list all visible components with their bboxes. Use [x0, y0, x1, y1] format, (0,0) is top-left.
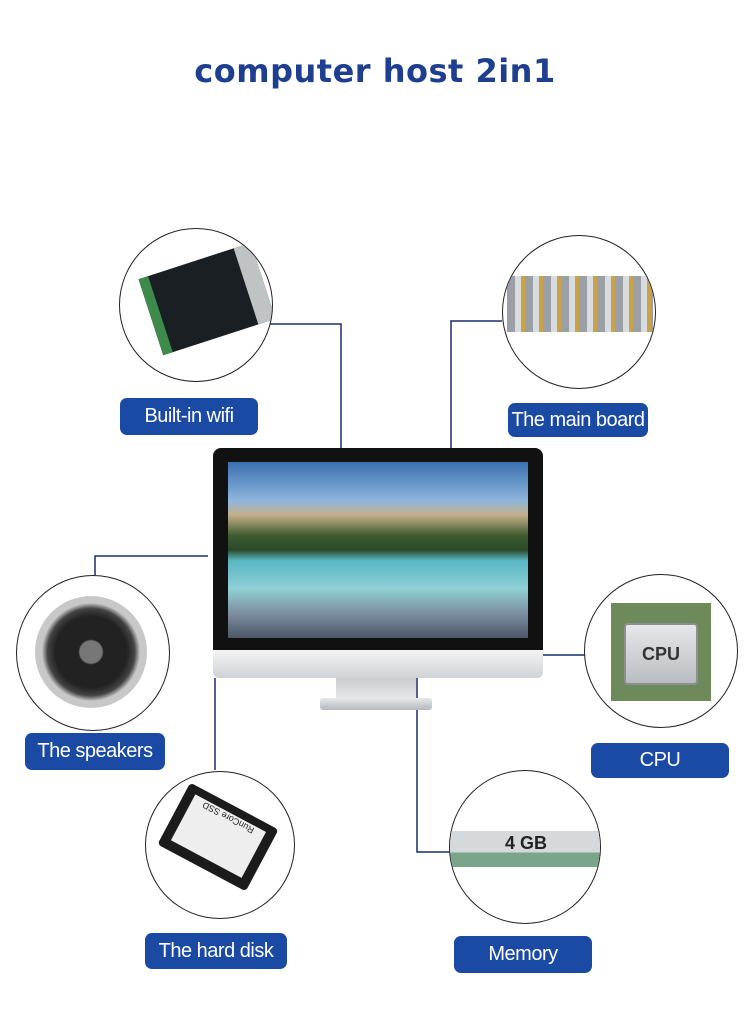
monitor-stand — [336, 678, 416, 700]
memory-image: 4 GB — [449, 770, 601, 924]
monitor — [213, 448, 543, 650]
memory-label: Memory — [454, 936, 592, 973]
wifi-card-icon — [138, 242, 272, 356]
speakers-label: The speakers — [25, 733, 165, 770]
cpu-image: CPU — [584, 574, 738, 728]
speaker-icon — [35, 596, 147, 708]
mainboard-connector — [450, 320, 502, 448]
wifi-connector — [270, 323, 342, 448]
cpu-chip-text: CPU — [624, 623, 698, 685]
speakers-connector — [94, 555, 208, 575]
mainboard-label: The main board — [508, 403, 648, 437]
ssd-label-text: RunCore SSD — [170, 794, 266, 878]
monitor-screen-landscape — [228, 462, 528, 638]
monitor-base — [320, 698, 432, 710]
wifi-card-image — [119, 228, 273, 382]
memory-size-text: 4 GB — [505, 833, 548, 853]
harddisk-label: The hard disk — [145, 933, 287, 969]
cpu-chip-icon: CPU — [611, 603, 711, 701]
monitor-chin — [213, 650, 543, 678]
ssd-icon: RunCore SSD — [157, 782, 279, 892]
mainboard-icon — [507, 276, 653, 332]
memory-connector — [416, 650, 450, 853]
page-title: computer host 2in1 — [194, 52, 556, 90]
speaker-image — [16, 575, 170, 731]
mainboard-image — [502, 235, 656, 389]
cpu-label: CPU — [591, 743, 729, 778]
harddisk-image: RunCore SSD — [145, 771, 295, 919]
wifi-label: Built-in wifi — [120, 398, 258, 435]
memory-module-icon: 4 GB — [450, 831, 600, 867]
